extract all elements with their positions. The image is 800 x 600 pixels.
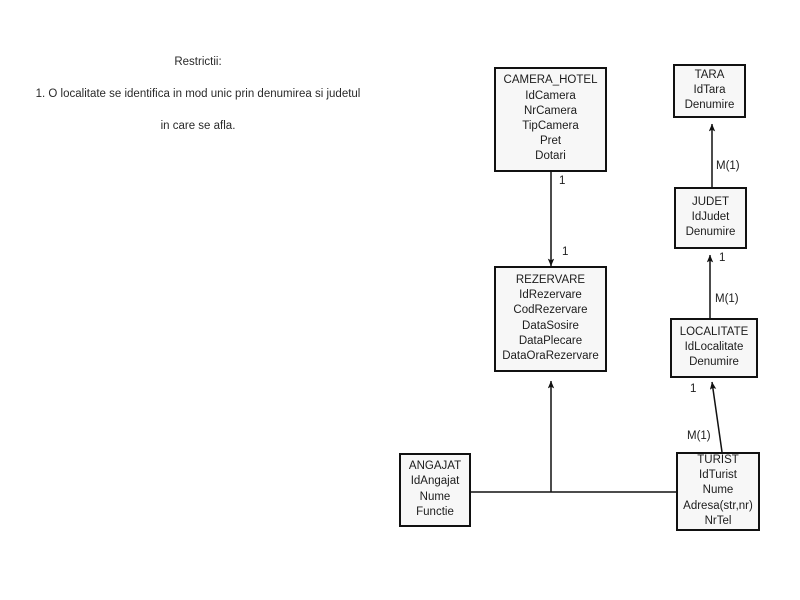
entity-attribute: DataPlecare (518, 334, 583, 347)
entity-attribute: Adresa(str,nr) (683, 499, 753, 512)
entity-attribute: NrCamera (523, 104, 578, 117)
cardinality-localitate-bottom: 1 (690, 383, 697, 395)
entity-name: CAMERA_HOTEL (503, 74, 598, 87)
entity-attribute: NrTel (704, 514, 732, 527)
entity-attribute: Pret (539, 135, 562, 148)
entity-attribute: DataOraRezervare (502, 349, 599, 362)
restrictions-line-2: in care se afla. (160, 120, 236, 132)
entity-attribute: TipCamera (522, 120, 579, 132)
entity-attribute: IdAngajat (410, 475, 460, 488)
entity-attribute: Functie (416, 505, 454, 518)
restrictions-note: Restrictii: 1. O localitate se identific… (18, 38, 378, 150)
entity-name: LOCALITATE (679, 325, 749, 338)
entity-attribute: IdLocalitate (684, 340, 744, 353)
entity-attribute: IdTurist (699, 469, 737, 482)
entity-camera-hotel[interactable]: CAMERA_HOTEL IdCamera NrCamera TipCamera… (494, 67, 607, 172)
entity-tara[interactable]: TARA IdTara Denumire (673, 64, 746, 118)
entity-attribute: IdCamera (525, 89, 576, 102)
entity-attribute: Denumire (684, 99, 735, 112)
entity-name: TARA (694, 68, 725, 81)
cardinality-localitate-to-judet: M(1) (715, 293, 739, 305)
entity-name: TURIST (697, 454, 739, 466)
entity-attribute: IdJudet (691, 210, 730, 223)
entity-attribute: Nume (702, 484, 734, 497)
entity-name: ANGAJAT (408, 460, 462, 473)
entity-attribute: DataSosire (522, 319, 579, 332)
entity-attribute: Dotari (535, 150, 566, 163)
entity-attribute: Denumire (689, 356, 739, 369)
restrictions-title: Restrictii: (174, 56, 222, 68)
entity-attribute: CodRezervare (513, 304, 588, 317)
entity-attribute: IdRezervare (519, 289, 582, 302)
cardinality-turist-to-localitate: M(1) (687, 430, 711, 442)
cardinality-judet-to-tara: M(1) (716, 160, 740, 172)
entity-name: JUDET (691, 195, 730, 208)
edge-turist-to-localitate (709, 381, 723, 453)
entity-judet[interactable]: JUDET IdJudet Denumire (674, 187, 747, 249)
entity-turist[interactable]: TURIST IdTurist Nume Adresa(str,nr) NrTe… (676, 452, 760, 531)
cardinality-rezervare-target: 1 (562, 246, 569, 258)
cardinality-judet-bottom: 1 (719, 252, 726, 264)
entity-attribute: IdTara (693, 83, 726, 96)
entity-rezervare[interactable]: REZERVARE IdRezervare CodRezervare DataS… (494, 266, 607, 372)
entity-attribute: Nume (419, 490, 451, 503)
entity-angajat[interactable]: ANGAJAT IdAngajat Nume Functie (399, 453, 471, 527)
restrictions-line-1: 1. O localitate se identifica in mod uni… (35, 88, 361, 100)
cardinality-camera-hotel-source: 1 (559, 175, 566, 187)
entity-name: REZERVARE (515, 273, 586, 286)
entity-localitate[interactable]: LOCALITATE IdLocalitate Denumire (670, 318, 758, 378)
entity-attribute: Denumire (685, 226, 736, 239)
